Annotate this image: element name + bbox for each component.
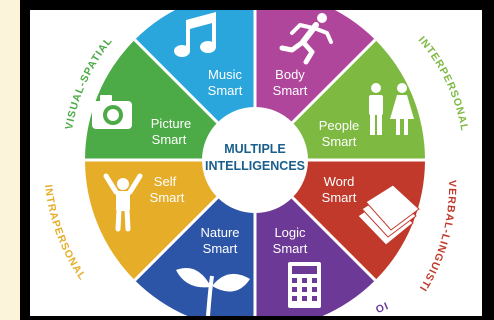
music-note-icon <box>174 12 216 57</box>
intrapersonal-ring-label: INTRAPERSONAL <box>42 184 89 283</box>
book-icon <box>357 184 420 246</box>
body-label-line1: Body <box>275 67 305 82</box>
sprout-icon <box>176 268 250 316</box>
people-label-line2: Smart <box>322 134 357 149</box>
logic-label-line1: Logic <box>274 225 306 240</box>
center-title-line1: MULTIPLE <box>224 142 286 156</box>
music-label-line1: Music <box>208 67 242 82</box>
raised-arms-person-icon <box>103 173 143 232</box>
self-label-line1: Self <box>154 174 177 189</box>
people-label-line1: People <box>319 118 359 133</box>
camera-icon <box>92 95 132 129</box>
word-label-line2: Smart <box>322 190 357 205</box>
logic-label-line2: Smart <box>273 241 308 256</box>
center-circle <box>202 107 308 213</box>
calculator-icon <box>288 262 321 308</box>
word-label-line1: Word <box>324 174 355 189</box>
picture-label-line2: Smart <box>152 132 187 147</box>
self-label-line2: Smart <box>150 190 185 205</box>
running-person-icon <box>279 13 333 65</box>
nature-label-line2: Smart <box>203 241 238 256</box>
interpersonal-ring-label: INTERPERSONAL <box>416 34 471 132</box>
infographic-panel: MULTIPLE INTELLIGENCES Music Smart Body … <box>30 10 482 316</box>
center-title-line2: INTELLIGENCES <box>205 159 305 173</box>
picture-label-line1: Picture <box>151 116 191 131</box>
body-label-line2: Smart <box>273 83 308 98</box>
music-label-line2: Smart <box>208 83 243 98</box>
people-icon <box>369 83 414 135</box>
intelligences-wheel: MULTIPLE INTELLIGENCES Music Smart Body … <box>30 10 471 316</box>
logical-ring-label-fragment: IO <box>373 299 390 315</box>
nature-label-line1: Nature <box>200 225 239 240</box>
